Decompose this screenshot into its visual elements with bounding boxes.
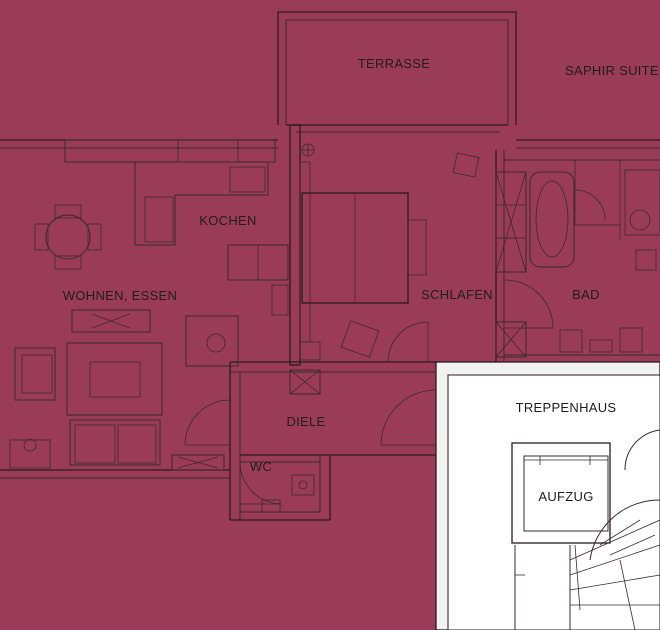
room-label-treppenhaus: TREPPENHAUS [516,400,617,415]
kitchen-furniture [134,162,289,316]
room-label-kochen: KOCHEN [199,213,256,228]
room-label-aufzug: AUFZUG [538,489,593,504]
room-label-wohnen-essen: WOHNEN, ESSEN [63,288,177,303]
terrace-outline [277,11,517,125]
doors [184,189,606,505]
wardrobe [495,171,527,358]
room-label-wc: WC [250,459,272,474]
staircase-area [435,361,660,630]
room-label-diele: DIELE [286,414,325,429]
elevator-shaft [511,442,611,544]
living-furniture [9,309,239,471]
dining-table [34,204,102,270]
spiral-stairs [514,429,660,630]
bathroom-fixtures [529,169,660,353]
room-label-terrasse: TERRASSE [358,56,431,71]
room-label-saphir-suite: SAPHIR SUITE [565,63,659,78]
exterior-walls [0,124,660,479]
wc-fixtures [261,474,315,513]
bedroom-furniture [289,143,480,395]
room-label-schlafen: SCHLAFEN [421,287,493,302]
room-label-bad: BAD [572,287,600,302]
